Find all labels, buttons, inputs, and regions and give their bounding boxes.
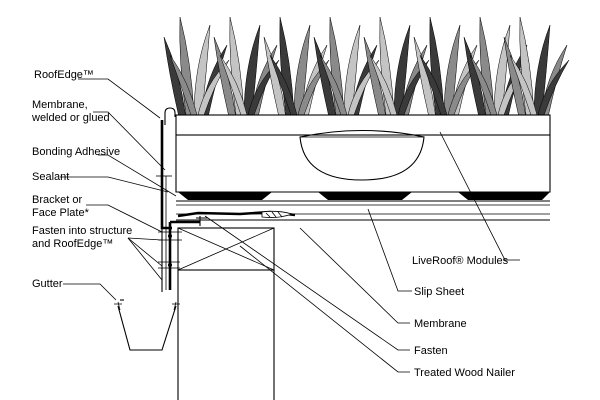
label-roofedge: RoofEdge™ bbox=[34, 69, 94, 81]
grass-blade bbox=[469, 54, 498, 116]
treated-wood-nailer bbox=[177, 227, 275, 271]
grass-blade bbox=[313, 36, 336, 116]
label-liveroof-modules: LiveRoof® Modules bbox=[412, 255, 509, 267]
grass-blade bbox=[163, 36, 186, 116]
grass-blade bbox=[393, 24, 411, 116]
label-treated-wood-nailer: Treated Wood Nailer bbox=[414, 367, 515, 379]
label-fasten: Fasten bbox=[414, 345, 448, 357]
label-membrane-welded-line2: welded or glued bbox=[31, 112, 110, 124]
grass-blade bbox=[443, 24, 461, 116]
label-bracket-line2: Face Plate* bbox=[32, 207, 90, 219]
leader-lines-right bbox=[204, 131, 520, 373]
wall-structure bbox=[177, 270, 275, 400]
grass-blade bbox=[319, 54, 348, 116]
grass-blade bbox=[413, 36, 436, 116]
roofedge-profile bbox=[156, 107, 176, 292]
grass-blade bbox=[533, 24, 551, 116]
gutter bbox=[114, 299, 180, 351]
grass-blade bbox=[219, 54, 248, 116]
label-slip-sheet: Slip Sheet bbox=[414, 286, 464, 298]
grass-blade bbox=[463, 36, 486, 116]
grass-blade bbox=[537, 59, 570, 116]
roof-deck-layers bbox=[176, 200, 550, 221]
grass-blade bbox=[263, 36, 286, 116]
label-bonding-adhesive: Bonding Adhesive bbox=[32, 146, 120, 158]
grass-blade bbox=[509, 54, 538, 116]
label-fasten-into-line2: and RoofEdge™ bbox=[32, 238, 113, 250]
label-fasten-into-line1: Fasten into structure bbox=[32, 225, 132, 237]
grass-blade bbox=[243, 24, 261, 116]
grass-blade bbox=[213, 36, 236, 116]
grass-blade bbox=[419, 54, 448, 116]
label-gutter: Gutter bbox=[32, 278, 63, 290]
bonding-adhesive-strip bbox=[177, 210, 296, 218]
grass-blade bbox=[363, 36, 386, 116]
plant-foliage bbox=[163, 16, 570, 116]
grass-blade bbox=[293, 24, 311, 116]
leader-lines-left bbox=[60, 78, 177, 301]
liveroof-module-tray bbox=[175, 114, 551, 200]
grass-blade bbox=[369, 54, 398, 116]
label-membrane: Membrane bbox=[414, 318, 467, 330]
grass-blade bbox=[193, 24, 211, 116]
grass-blade bbox=[169, 54, 198, 116]
label-membrane-welded-line1: Membrane, bbox=[32, 99, 88, 111]
label-sealant: Sealant bbox=[32, 171, 69, 183]
grass-blade bbox=[269, 54, 298, 116]
label-bracket-line1: Bracket or bbox=[32, 194, 82, 206]
bracket-face-plate bbox=[165, 176, 200, 290]
grass-blade bbox=[343, 24, 361, 116]
grass-blade bbox=[503, 36, 526, 116]
